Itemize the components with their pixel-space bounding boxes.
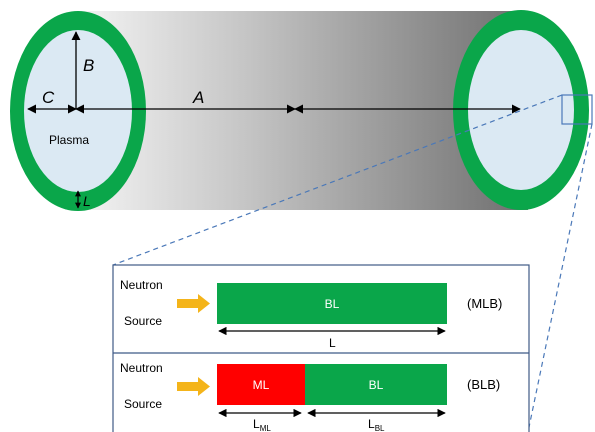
blb-bl-length-main: L	[368, 417, 375, 431]
mlb-configuration: Neutron Source BL (MLB) L	[120, 278, 502, 350]
blb-tag: (BLB)	[467, 377, 500, 392]
blb-blanket-layer	[305, 364, 447, 405]
blb-configuration: Neutron Source ML BL (BLB) LML LBL	[120, 361, 500, 432]
blb-ml-label: ML	[253, 378, 270, 392]
mlb-neutron-arrow	[177, 294, 210, 313]
blb-source-line1: Neutron	[120, 361, 163, 375]
blb-ml-length-sub: ML	[260, 424, 272, 432]
blb-bl-length-label: LBL	[368, 417, 385, 432]
mlb-tag: (MLB)	[467, 296, 502, 311]
blb-neutron-arrow	[177, 377, 210, 396]
zoom-line-left	[112, 94, 563, 266]
blb-bl-length-sub: BL	[375, 424, 385, 432]
blb-multiplier-layer	[217, 364, 305, 405]
mlb-source-line2: Source	[124, 314, 162, 328]
zoom-line-right	[527, 123, 593, 432]
label-A: A	[192, 88, 204, 107]
right-plasma-region	[468, 30, 574, 190]
mlb-source-line1: Neutron	[120, 278, 163, 292]
blb-bl-label: BL	[369, 378, 384, 392]
plasma-label: Plasma	[49, 133, 89, 147]
label-C: C	[42, 88, 55, 107]
label-L: L	[83, 193, 91, 209]
label-B: B	[83, 56, 94, 75]
mlb-length-label: L	[329, 336, 336, 350]
blb-ml-length-label: LML	[253, 417, 271, 432]
mlb-bl-label: BL	[325, 297, 340, 311]
blb-ml-length-main: L	[253, 417, 260, 431]
blb-source-line2: Source	[124, 397, 162, 411]
zoom-box	[561, 94, 593, 125]
left-plasma-region	[24, 30, 132, 192]
mlb-blanket-layer	[217, 283, 447, 324]
